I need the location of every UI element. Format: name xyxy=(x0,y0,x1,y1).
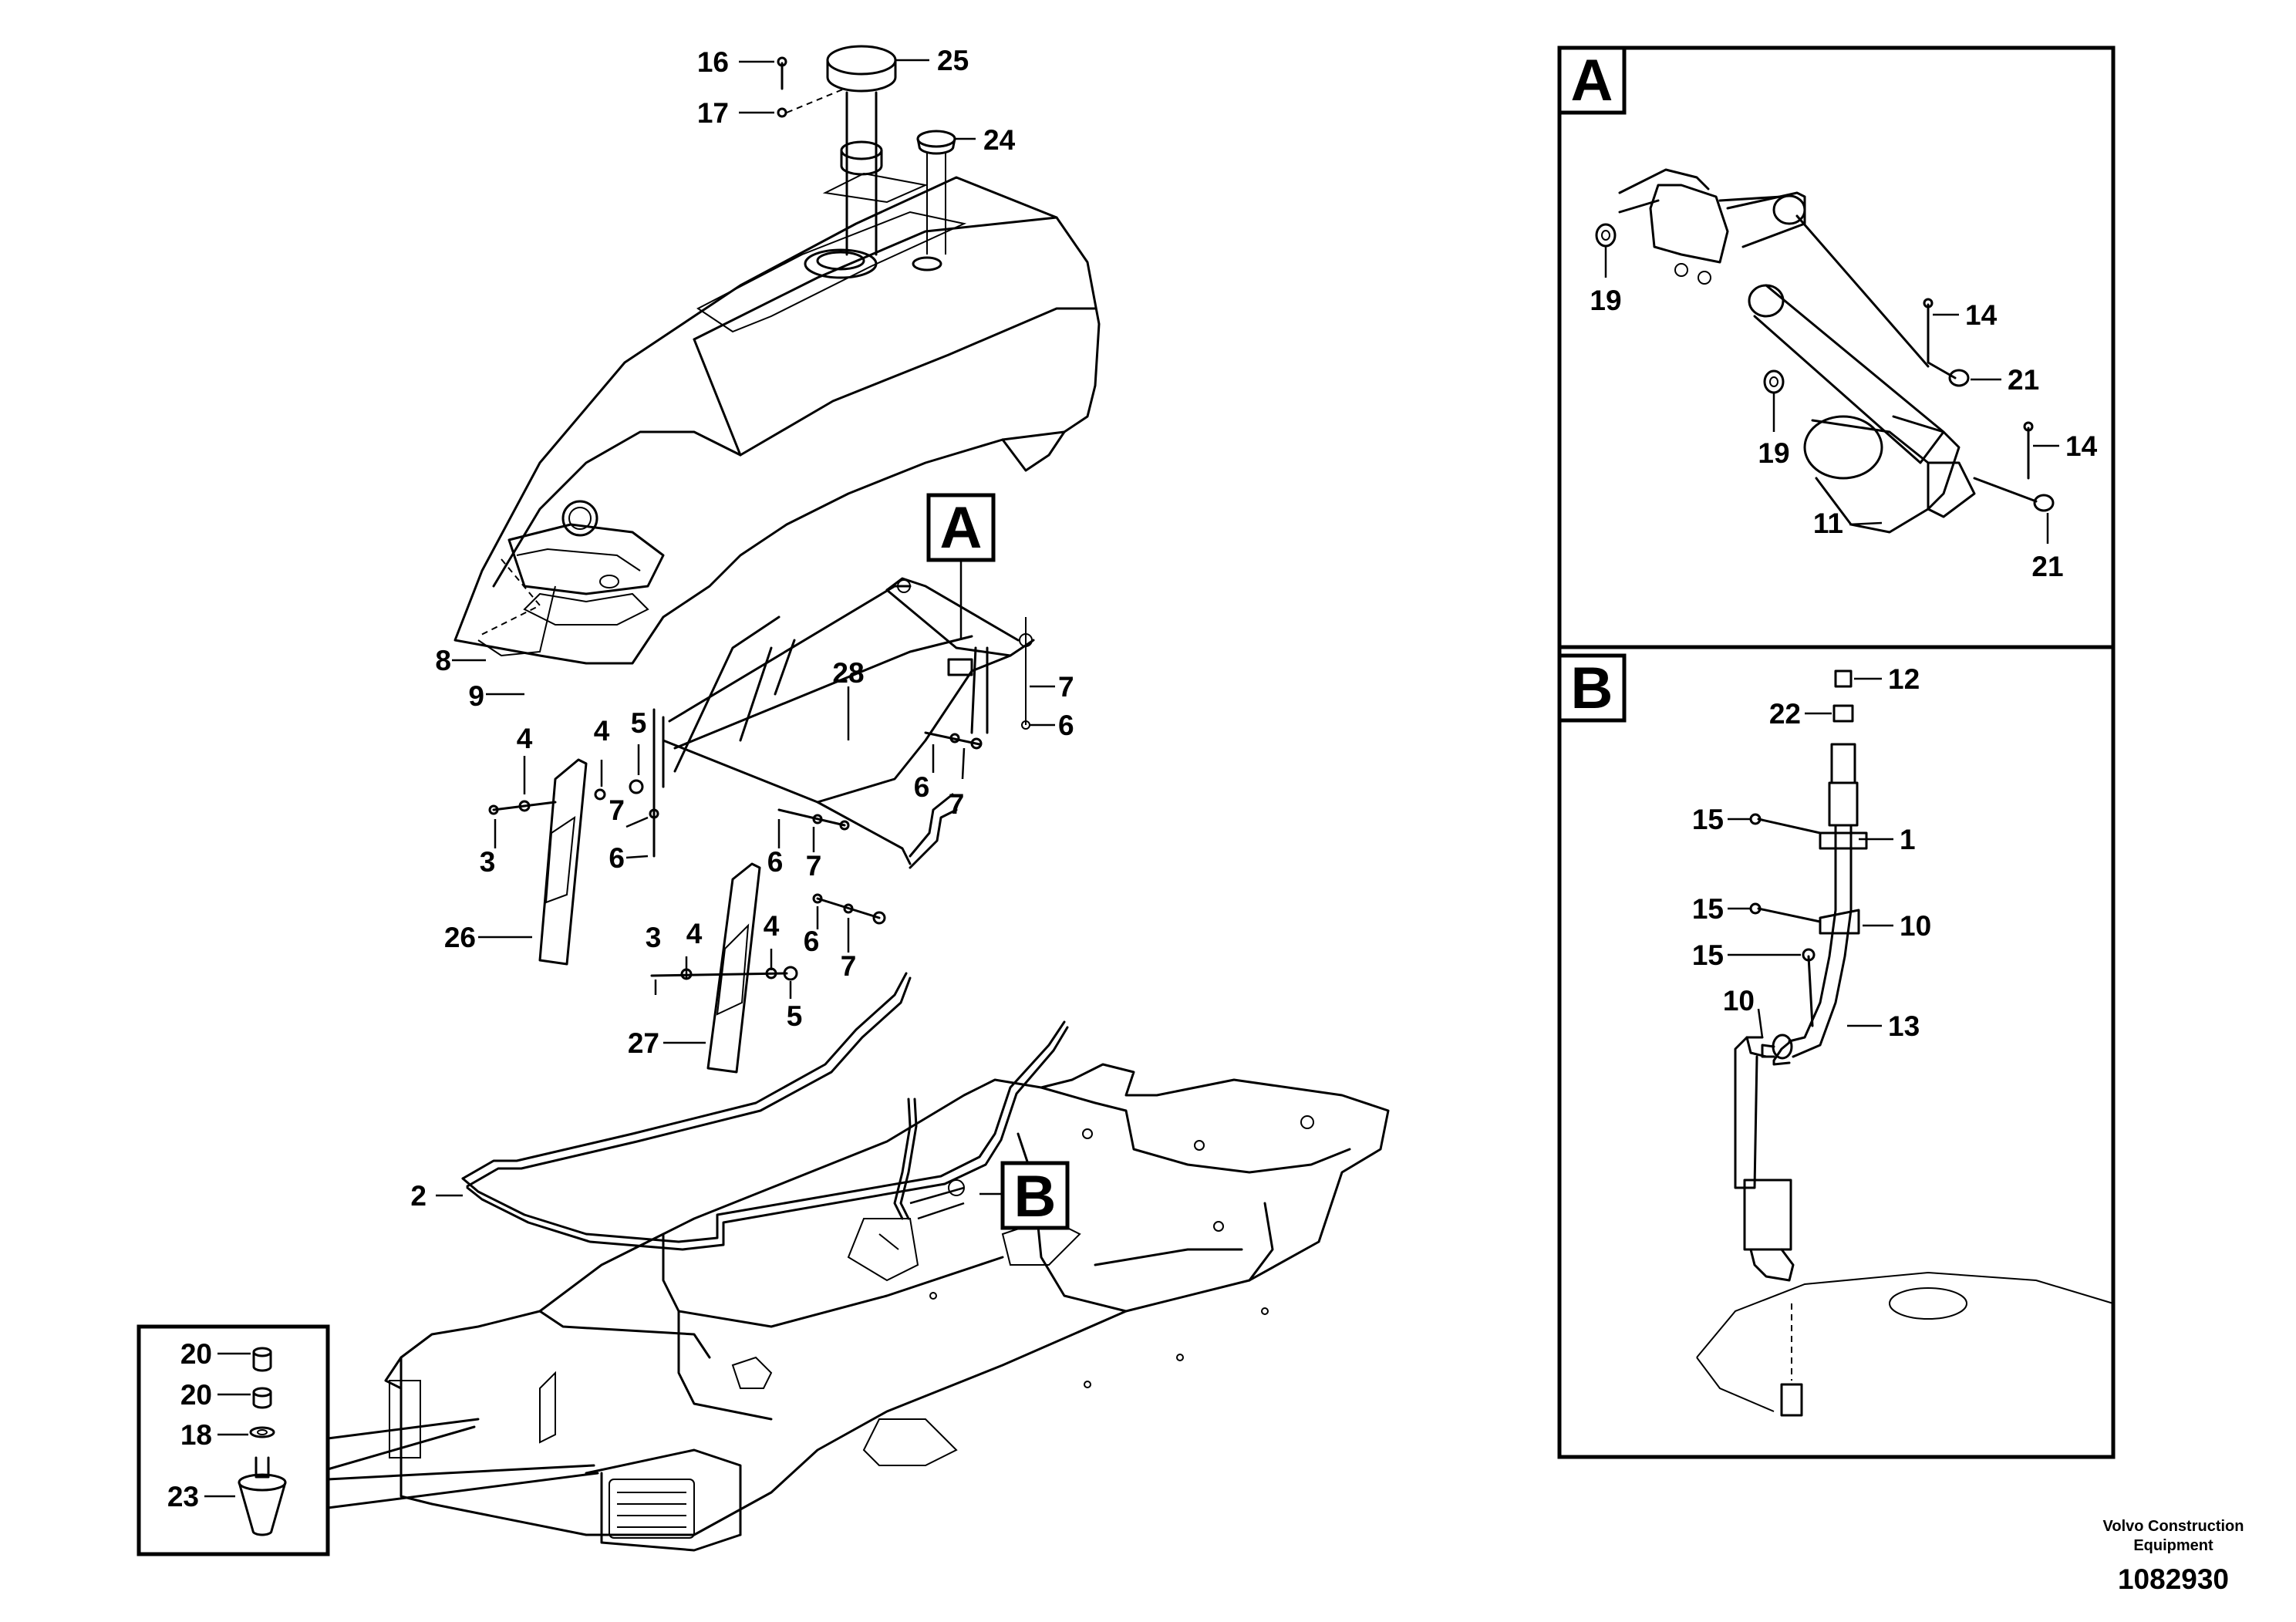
part-number: 4 xyxy=(764,910,780,942)
part-number: 15 xyxy=(1692,893,1724,925)
part-number: 11 xyxy=(1813,508,1843,539)
part-number: 23 xyxy=(167,1481,199,1512)
part-number: 7 xyxy=(609,794,625,826)
part-number: 26 xyxy=(444,922,476,953)
part-number: 7 xyxy=(806,850,822,882)
detail-box-a: A xyxy=(1557,46,2116,649)
part-number: 19 xyxy=(1590,285,1621,316)
radiator-grille xyxy=(609,1479,695,1539)
part-number: 15 xyxy=(1692,939,1724,971)
part-number: 25 xyxy=(937,45,969,76)
part-number: 20 xyxy=(180,1379,212,1411)
part-number: 13 xyxy=(1888,1010,1920,1042)
part-number: 4 xyxy=(517,723,533,754)
part-number: 3 xyxy=(646,922,662,953)
footer-credits: Volvo Construction Equipment 1082930 xyxy=(2103,1518,2244,1595)
side-panel-26 xyxy=(538,758,588,966)
part-number: 21 xyxy=(2031,551,2063,582)
base-chassis xyxy=(384,1063,1390,1552)
callout-b-label: B xyxy=(1014,1164,1057,1229)
part-number: 14 xyxy=(1965,299,1998,331)
callout-marker-b: B xyxy=(1000,1161,1070,1230)
part-number: 24 xyxy=(983,124,1016,156)
part-number: 6 xyxy=(609,842,625,874)
part-number: 14 xyxy=(2065,430,2098,462)
part-number: 6 xyxy=(1058,710,1074,741)
credit-line-2: Equipment xyxy=(2133,1537,2213,1554)
part-number: 21 xyxy=(2008,364,2039,396)
hydraulic-hose-assembly xyxy=(1696,669,2114,1417)
side-panel-27 xyxy=(706,862,761,1074)
part-labels-main: 16 17 25 24 8 9 28 7 6 5 4 4 7 6 3 26 6 … xyxy=(410,45,1074,1212)
part-number: 5 xyxy=(787,1000,803,1032)
part-number: 7 xyxy=(1058,671,1074,703)
part-number: 6 xyxy=(804,926,820,957)
part-number: 22 xyxy=(1769,698,1801,730)
part-number: 7 xyxy=(841,950,857,982)
leader-lines-main xyxy=(436,59,1055,1220)
part-number: 5 xyxy=(631,707,647,739)
part-number: 15 xyxy=(1692,804,1724,835)
part-number: 6 xyxy=(767,846,784,878)
part-number: 28 xyxy=(832,657,864,689)
callout-marker-a: A xyxy=(926,493,996,562)
part-number: 8 xyxy=(435,645,451,676)
part-number: 19 xyxy=(1758,437,1789,469)
support-frame xyxy=(662,577,1035,869)
filler-cap-assembly xyxy=(777,45,956,256)
part-number: 12 xyxy=(1888,663,1920,695)
part-number: 9 xyxy=(468,680,484,712)
part-number: 6 xyxy=(914,771,930,803)
detail-box-b: B xyxy=(1557,645,2116,1459)
part-number: 27 xyxy=(628,1027,659,1059)
part-number: 17 xyxy=(697,97,729,129)
inset-mount-detail: 20 20 18 23 xyxy=(137,1324,330,1556)
gasket-seal-2 xyxy=(461,972,1069,1251)
detail-b-leaders xyxy=(1728,677,1893,1038)
part-number: 4 xyxy=(686,918,703,949)
part-number: 1 xyxy=(1900,824,1916,855)
engine-hood xyxy=(453,172,1101,665)
detail-a-label: A xyxy=(1571,48,1613,113)
part-number: 20 xyxy=(180,1338,212,1370)
part-number: 7 xyxy=(949,788,965,820)
detail-b-labels: 12 22 15 1 15 10 15 10 13 xyxy=(1692,663,1931,1042)
fasteners-middle xyxy=(650,731,983,981)
part-number: 2 xyxy=(410,1180,426,1212)
callout-a-label: A xyxy=(940,495,983,561)
inset-pointer-lines xyxy=(326,1418,599,1509)
part-number: 10 xyxy=(1723,985,1755,1017)
detail-a-leaders xyxy=(1604,247,2059,544)
detail-b-label: B xyxy=(1571,656,1613,721)
part-number: 10 xyxy=(1900,910,1931,942)
detail-a-labels: 19 14 21 19 14 11 21 xyxy=(1590,285,2097,582)
part-number: 3 xyxy=(480,846,496,878)
actuator-assembly xyxy=(1595,168,2055,534)
part-number: 16 xyxy=(697,46,729,78)
part-number: 4 xyxy=(594,715,610,747)
credit-line-1: Volvo Construction xyxy=(2103,1518,2244,1535)
document-number: 1082930 xyxy=(2118,1563,2229,1595)
fasteners-left xyxy=(488,708,665,858)
part-number: 18 xyxy=(180,1419,212,1451)
